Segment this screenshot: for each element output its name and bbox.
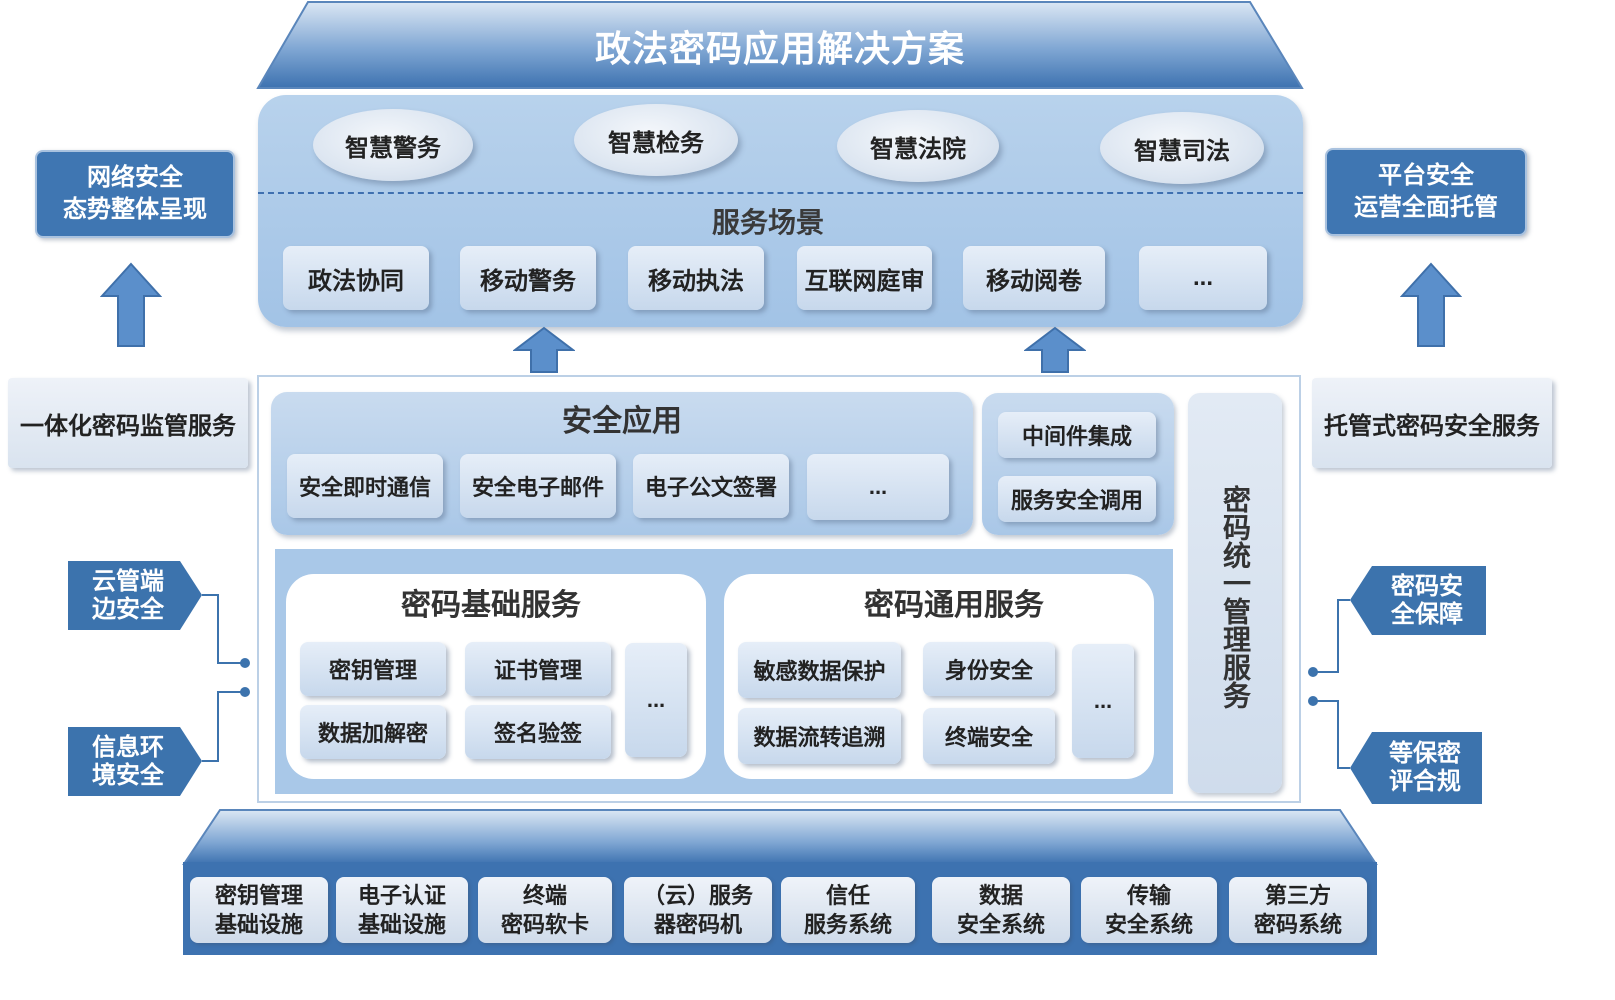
network-security-label: 网络安全态势整体呈现 [35, 150, 235, 238]
smart-justice-ellipse: 智慧司法 [1100, 112, 1264, 184]
scenario-item: 移动警务 [460, 246, 596, 310]
crypto-general-item: 敏感数据保护 [738, 642, 901, 698]
crypto-general-title: 密码通用服务 [864, 589, 1044, 622]
infrastructure-item: 信任服务系统 [781, 877, 915, 943]
up-arrow-icon [1024, 326, 1086, 373]
infrastructure-item: 第三方密码系统 [1229, 877, 1367, 943]
scenario-item: 政法协同 [283, 246, 429, 310]
crypto-basic-item: 签名验签 [465, 705, 611, 759]
compliance-tag: 等保密评合规 [1389, 739, 1461, 795]
up-arrow-icon [513, 326, 575, 373]
hosted-security-service: 托管式密码安全服务 [1312, 378, 1552, 468]
page-title: 政法密码应用解决方案 [594, 28, 965, 69]
title-banner-shape [256, 0, 1304, 89]
crypto-general-item: 身份安全 [923, 642, 1055, 696]
middleware-item: 服务安全调用 [998, 476, 1156, 522]
infrastructure-roof-shape [182, 809, 1378, 865]
infrastructure-item: 传输安全系统 [1081, 877, 1217, 943]
scenario-item: 移动执法 [628, 246, 764, 310]
scenario-divider [258, 192, 1303, 194]
crypto-basic-item-more: ... [625, 643, 687, 757]
infrastructure-item: 终端密码软卡 [478, 877, 612, 943]
crypto-general-item: 数据流转追溯 [738, 708, 901, 764]
smart-police-ellipse: 智慧警务 [313, 109, 473, 181]
crypto-assurance-tag: 密码安全保障 [1391, 572, 1463, 628]
right-tags-shapes [1308, 566, 1486, 804]
up-arrow-icon [1400, 262, 1462, 347]
up-arrow-icon [100, 262, 162, 347]
scenario-item: 移动阅卷 [963, 246, 1105, 310]
security-app-item-more: ... [807, 454, 949, 520]
infrastructure-item: （云）服务器密码机 [624, 877, 772, 943]
left-tags-shapes [68, 561, 250, 796]
scenario-item-more: ... [1139, 246, 1267, 310]
platform-security-label: 平台安全运营全面托管 [1325, 148, 1527, 236]
crypto-basic-title: 密码基础服务 [401, 589, 581, 622]
smart-court-ellipse: 智慧法院 [837, 110, 999, 182]
cloud-edge-security-tag: 云管端边安全 [92, 567, 164, 623]
smart-procuratorate-ellipse: 智慧检务 [574, 104, 738, 176]
security-app-item: 安全即时通信 [287, 454, 443, 518]
crypto-basic-item: 密钥管理 [300, 642, 446, 696]
unified-management-panel [1188, 393, 1282, 793]
info-env-security-tag: 信息环境安全 [92, 733, 164, 789]
infrastructure-item: 数据安全系统 [932, 877, 1070, 943]
security-app-item: 安全电子邮件 [460, 454, 616, 518]
unified-management-label: 密码统一管理服务 [1220, 485, 1251, 709]
infrastructure-item: 电子认证基础设施 [336, 877, 468, 943]
crypto-general-item: 终端安全 [923, 708, 1055, 764]
security-apps-title: 安全应用 [562, 405, 682, 438]
scenario-item: 互联网庭审 [797, 246, 932, 310]
security-app-item: 电子公文签署 [633, 454, 789, 518]
scenario-label: 服务场景 [711, 207, 824, 238]
crypto-general-item-more: ... [1072, 644, 1134, 758]
infrastructure-item: 密钥管理基础设施 [190, 877, 328, 943]
integrated-supervision-service: 一体化密码监管服务 [8, 378, 248, 468]
middleware-item: 中间件集成 [998, 412, 1156, 458]
crypto-basic-item: 数据加解密 [300, 705, 446, 759]
crypto-basic-item: 证书管理 [465, 642, 611, 696]
